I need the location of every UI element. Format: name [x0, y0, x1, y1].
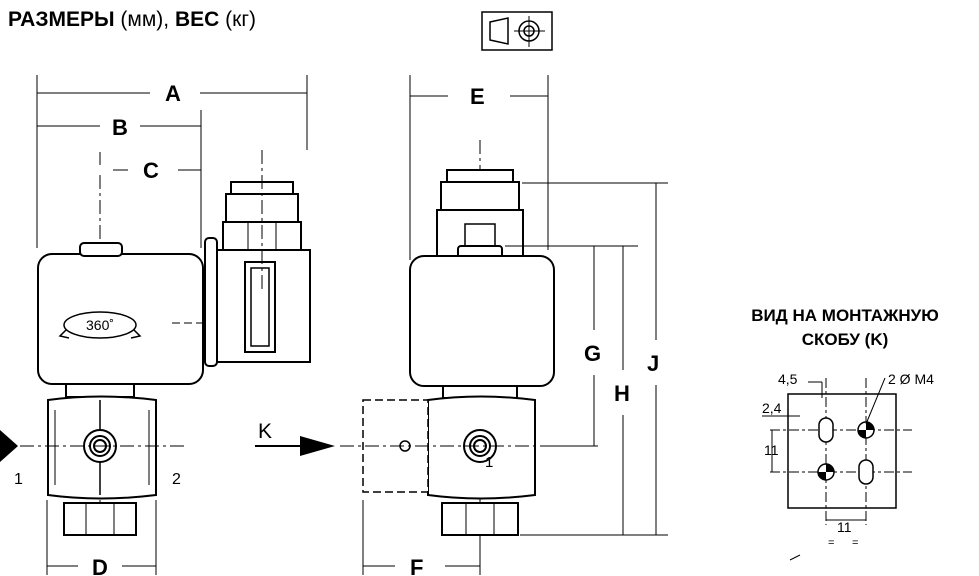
equal-mark-right: =	[852, 537, 858, 549]
dim-label-d: D	[92, 555, 108, 576]
dim-label-g: G	[584, 341, 601, 366]
heading-units-kg: (кг)	[225, 8, 256, 31]
dim-label-a: A	[165, 81, 181, 106]
heading-dimensions: РАЗМЕРЫ	[8, 8, 115, 31]
dim-label-e: E	[470, 84, 485, 109]
equal-mark-left: =	[828, 537, 834, 549]
bracket-dim-11-left: 11	[764, 442, 779, 458]
bracket-title-line1: ВИД НА МОНТАЖНУЮ	[751, 306, 939, 325]
port-label-inlet: 1	[14, 471, 23, 488]
bracket-hole-note: 2 Ø M4	[888, 371, 934, 387]
heading-units-mm: (мм),	[120, 8, 170, 31]
dim-label-f: F	[410, 555, 423, 576]
bracket-dim-2-4: 2,4	[762, 400, 782, 416]
mounting-bracket-view	[762, 377, 912, 561]
rotation-label: 360˚	[86, 317, 114, 333]
first-angle-projection-icon	[481, 11, 553, 51]
dim-label-j: J	[647, 351, 659, 376]
dim-label-b: B	[112, 115, 128, 140]
page-title: РАЗМЕРЫ (мм), ВЕС (кг)	[8, 8, 256, 32]
flow-direction-k-label: K	[258, 420, 272, 443]
bracket-dim-4-5: 4,5	[778, 371, 798, 387]
port-label-side-inlet: 1	[485, 454, 493, 471]
dim-label-h: H	[614, 381, 630, 406]
port-label-outlet: 2	[172, 471, 181, 488]
bracket-view-title: ВИД НА МОНТАЖНУЮ СКОБУ (K)	[700, 304, 979, 352]
bracket-title-line2: СКОБУ (K)	[801, 330, 889, 349]
dim-label-c: C	[143, 158, 159, 183]
valve-side-view	[255, 75, 668, 575]
bracket-dim-11-bottom: 11	[837, 519, 852, 535]
heading-weight: ВЕС	[174, 8, 220, 31]
valve-front-view	[0, 75, 311, 575]
